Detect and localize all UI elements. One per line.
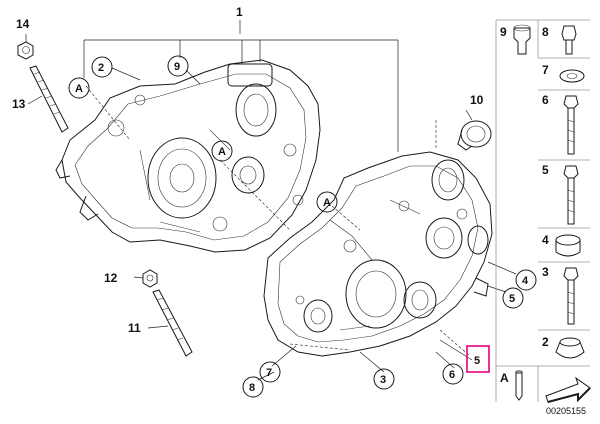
svg-text:7: 7	[542, 63, 549, 77]
svg-text:00205155: 00205155	[546, 406, 586, 416]
svg-text:12: 12	[104, 271, 118, 285]
callout-14[interactable]: 14	[16, 17, 30, 31]
svg-text:14: 14	[16, 17, 30, 31]
direction-arrow-icon	[545, 376, 591, 403]
sidebar-item-2[interactable]: 2	[542, 335, 585, 359]
svg-text:A: A	[500, 371, 509, 385]
svg-text:8: 8	[249, 382, 255, 394]
callout-1[interactable]: 1	[236, 5, 243, 19]
callout-7[interactable]: 7	[259, 361, 281, 383]
callout-6[interactable]: 6	[442, 363, 464, 385]
callout-8[interactable]: 8	[242, 376, 264, 398]
sidebar-item-6[interactable]: 6	[542, 93, 579, 155]
svg-text:2: 2	[542, 335, 549, 349]
svg-text:4: 4	[542, 233, 549, 247]
leader-lines	[25, 20, 517, 381]
svg-text:A: A	[218, 146, 226, 158]
svg-text:5: 5	[509, 293, 515, 305]
left-crankcase-half[interactable]	[55, 59, 321, 253]
sidebar-item-9[interactable]: 9	[500, 24, 531, 55]
sidebar-item-3[interactable]: 3	[542, 265, 579, 325]
svg-text:13: 13	[12, 97, 26, 111]
svg-text:1: 1	[236, 5, 243, 19]
sidebar-item-7[interactable]: 7	[542, 63, 585, 83]
diagram-code: 00205155	[546, 406, 586, 416]
callout-13[interactable]: 13	[12, 97, 26, 111]
svg-text:3: 3	[542, 265, 549, 279]
svg-text:8: 8	[542, 25, 549, 39]
callout-10[interactable]: 10	[470, 93, 484, 107]
parts-sidebar	[495, 19, 590, 402]
svg-text:6: 6	[449, 369, 455, 381]
sidebar-item-5[interactable]: 5	[542, 163, 579, 225]
svg-text:A: A	[323, 197, 331, 209]
svg-text:5: 5	[542, 163, 549, 177]
callout-12[interactable]: 12	[104, 271, 118, 285]
sidebar-item-8[interactable]: 8	[542, 25, 577, 55]
stud-bolt-13[interactable]	[29, 65, 69, 133]
svg-text:9: 9	[500, 25, 507, 39]
callout-a-left[interactable]: A	[68, 77, 90, 99]
nut-14[interactable]	[17, 41, 34, 60]
callout-a-middle[interactable]: A	[211, 140, 233, 162]
svg-text:2: 2	[98, 62, 104, 74]
svg-text:3: 3	[380, 374, 386, 386]
sidebar-item-a[interactable]: A	[500, 370, 523, 401]
svg-text:10: 10	[470, 93, 484, 107]
svg-text:9: 9	[174, 61, 180, 73]
callout-4[interactable]: 4	[515, 269, 537, 291]
screw-plug-10[interactable]	[457, 120, 492, 151]
callout-2[interactable]: 2	[91, 56, 113, 78]
svg-text:A: A	[75, 83, 83, 95]
stud-bolt-11[interactable]	[152, 289, 193, 357]
svg-text:11: 11	[128, 321, 141, 335]
svg-text:7: 7	[266, 367, 272, 379]
sidebar-item-4[interactable]: 4	[542, 233, 581, 257]
callout-5-upper[interactable]: 5	[502, 287, 524, 309]
callout-3[interactable]: 3	[373, 368, 395, 390]
callout-a-right[interactable]: A	[316, 191, 338, 213]
svg-text:4: 4	[522, 275, 529, 287]
svg-text:6: 6	[542, 93, 549, 107]
callout-9[interactable]: 9	[167, 55, 189, 77]
callout-11[interactable]: 11	[128, 321, 141, 335]
svg-text:5: 5	[474, 355, 480, 367]
right-crankcase-half[interactable]	[263, 151, 493, 357]
callout-5-highlighted[interactable]: 5	[466, 345, 490, 373]
nut-12[interactable]	[142, 269, 158, 288]
